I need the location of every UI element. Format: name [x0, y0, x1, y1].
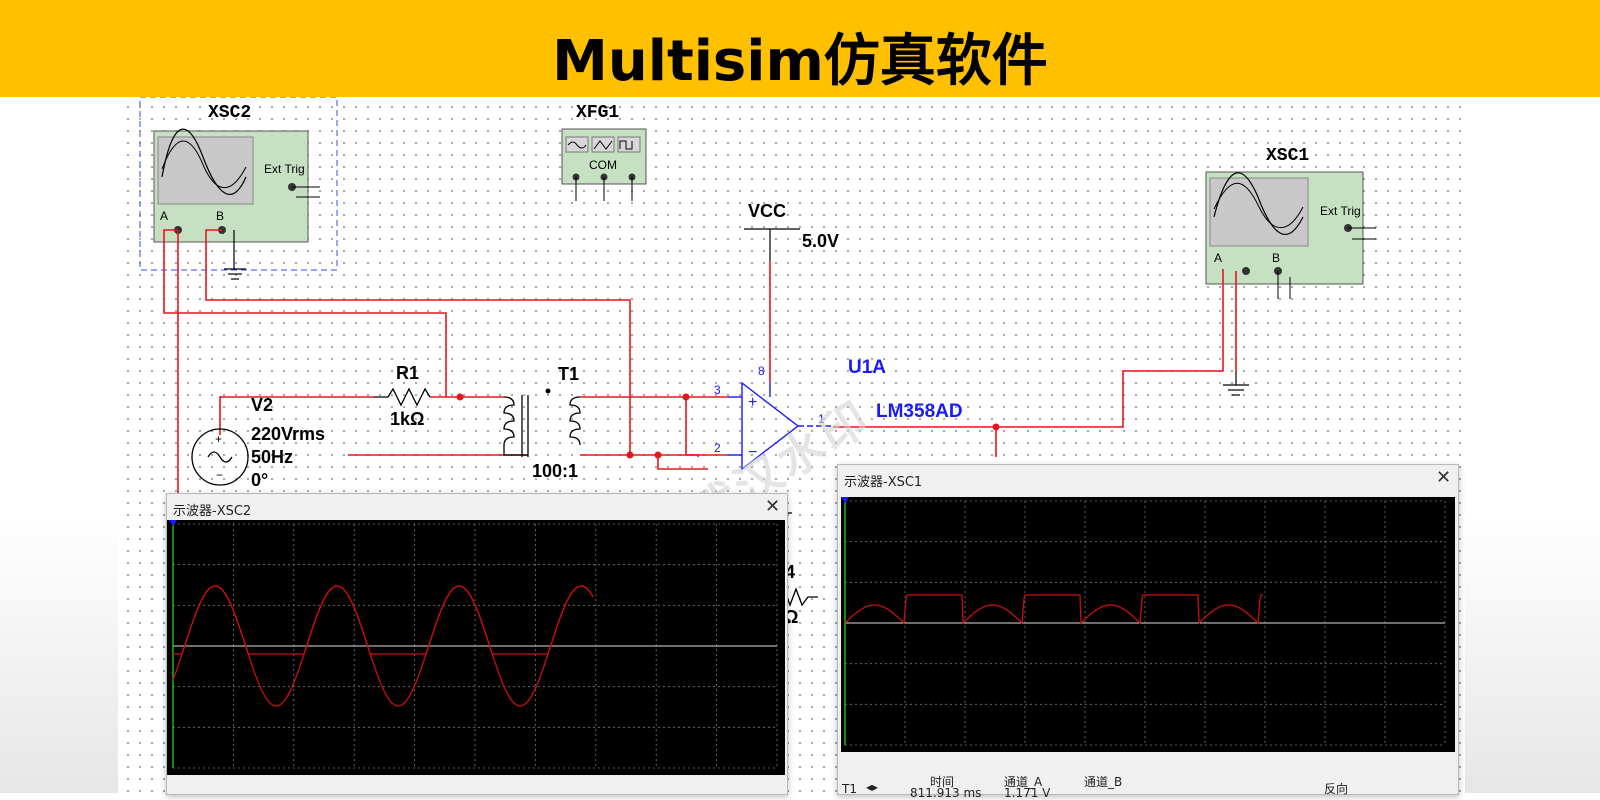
oscilloscope-xsc1-icon[interactable] — [1205, 171, 1376, 299]
v2-amplitude: 220Vrms — [251, 424, 325, 444]
function-generator-xfg1-icon[interactable] — [561, 128, 647, 201]
vcc-value: 5.0V — [802, 231, 839, 251]
slide-title: Multisim仿真软件 — [552, 29, 1048, 94]
opamp-pin-3: 3 — [714, 383, 721, 397]
xsc1-ch-b: B — [1272, 251, 1280, 265]
cursor-marker-icon — [169, 520, 177, 526]
u1a-label: U1A — [848, 357, 886, 378]
circuit-wires — [163, 229, 1237, 557]
channel-a-value: 1.171 V — [1004, 786, 1051, 800]
v2-phase: 0° — [251, 470, 268, 490]
channel-b-trace — [173, 585, 594, 655]
opamp-pin-8: 8 — [758, 364, 765, 378]
vcc-label: VCC — [748, 201, 786, 221]
xfg1-com: COM — [589, 158, 617, 172]
r1-label: R1 — [396, 363, 419, 383]
cursor-arrows-icon[interactable]: ◂▸ — [866, 780, 879, 794]
opamp-pin-2: 2 — [714, 441, 721, 455]
cursor-marker-icon — [841, 497, 849, 503]
measurement-bar: T1 ◂▸ 时间 通道_A 通道_B 811.913 ms 1.171 V 反向 — [838, 772, 1398, 800]
xsc2-ch-b: B — [216, 209, 224, 223]
xsc2-ext-trig: Ext Trig — [264, 162, 305, 176]
reverse-button[interactable]: 反向 — [1324, 782, 1349, 796]
close-icon[interactable]: ✕ — [765, 496, 781, 517]
ac-source-v2[interactable]: + − — [191, 428, 249, 486]
svg-text:+: + — [215, 432, 222, 446]
col-time: 时间 — [930, 775, 955, 789]
scope-display-xsc2[interactable] — [167, 520, 785, 775]
u1a-part: LM358AD — [876, 401, 963, 422]
ground-icon — [1223, 371, 1249, 396]
cursor-t1-label: T1 — [842, 782, 857, 796]
schematic-workspace[interactable]: XSC2 Ext Trig A B XFG1 COM — [118, 97, 1465, 793]
oscilloscope-window-xsc2[interactable]: 示波器-XSC2 ✕ — [166, 493, 788, 795]
xsc2-label: XSC2 — [208, 103, 251, 123]
transformer-t1[interactable] — [503, 388, 581, 457]
time-value: 811.913 ms — [910, 786, 982, 800]
resistor-r1[interactable] — [374, 387, 431, 407]
col-channel-b: 通道_B — [1084, 775, 1123, 789]
circuit-schematic: XSC2 Ext Trig A B XFG1 COM — [139, 97, 1376, 627]
opamp-pin-1: 1 — [818, 412, 825, 426]
title-banner: Multisim仿真软件 — [0, 0, 1600, 97]
scope-display-xsc1[interactable] — [841, 497, 1455, 752]
svg-text:−: − — [216, 468, 223, 482]
channel-a-trace — [844, 594, 1263, 625]
r1-value: 1kΩ — [390, 409, 424, 429]
xsc1-label: XSC1 — [1266, 146, 1309, 166]
ground-icon — [224, 230, 246, 280]
selection-box — [139, 97, 338, 271]
xsc1-ext-trig: Ext Trig — [1320, 204, 1361, 218]
xsc1-ch-a: A — [1214, 251, 1222, 265]
xsc2-ch-a: A — [160, 209, 168, 223]
oscilloscope-window-xsc1[interactable]: 示波器-XSC1 ✕ — [837, 464, 1459, 795]
op-amp-u1a[interactable]: + − — [728, 381, 833, 471]
t1-ratio: 100:1 — [532, 461, 578, 481]
svg-text:+: + — [748, 394, 757, 411]
t1-label: T1 — [558, 364, 579, 384]
vcc-symbol — [744, 228, 800, 261]
window-title-xsc1: 示波器-XSC1 — [844, 475, 923, 490]
junction-dots — [456, 393, 1000, 459]
col-channel-a: 通道_A — [1004, 775, 1043, 789]
svg-text:−: − — [748, 444, 757, 461]
window-title-xsc2: 示波器-XSC2 — [173, 504, 252, 519]
v2-label: V2 — [251, 395, 273, 415]
xfg1-label: XFG1 — [576, 103, 619, 123]
v2-frequency: 50Hz — [251, 447, 293, 467]
close-icon[interactable]: ✕ — [1436, 467, 1452, 488]
oscilloscope-xsc2-icon[interactable] — [153, 128, 320, 243]
